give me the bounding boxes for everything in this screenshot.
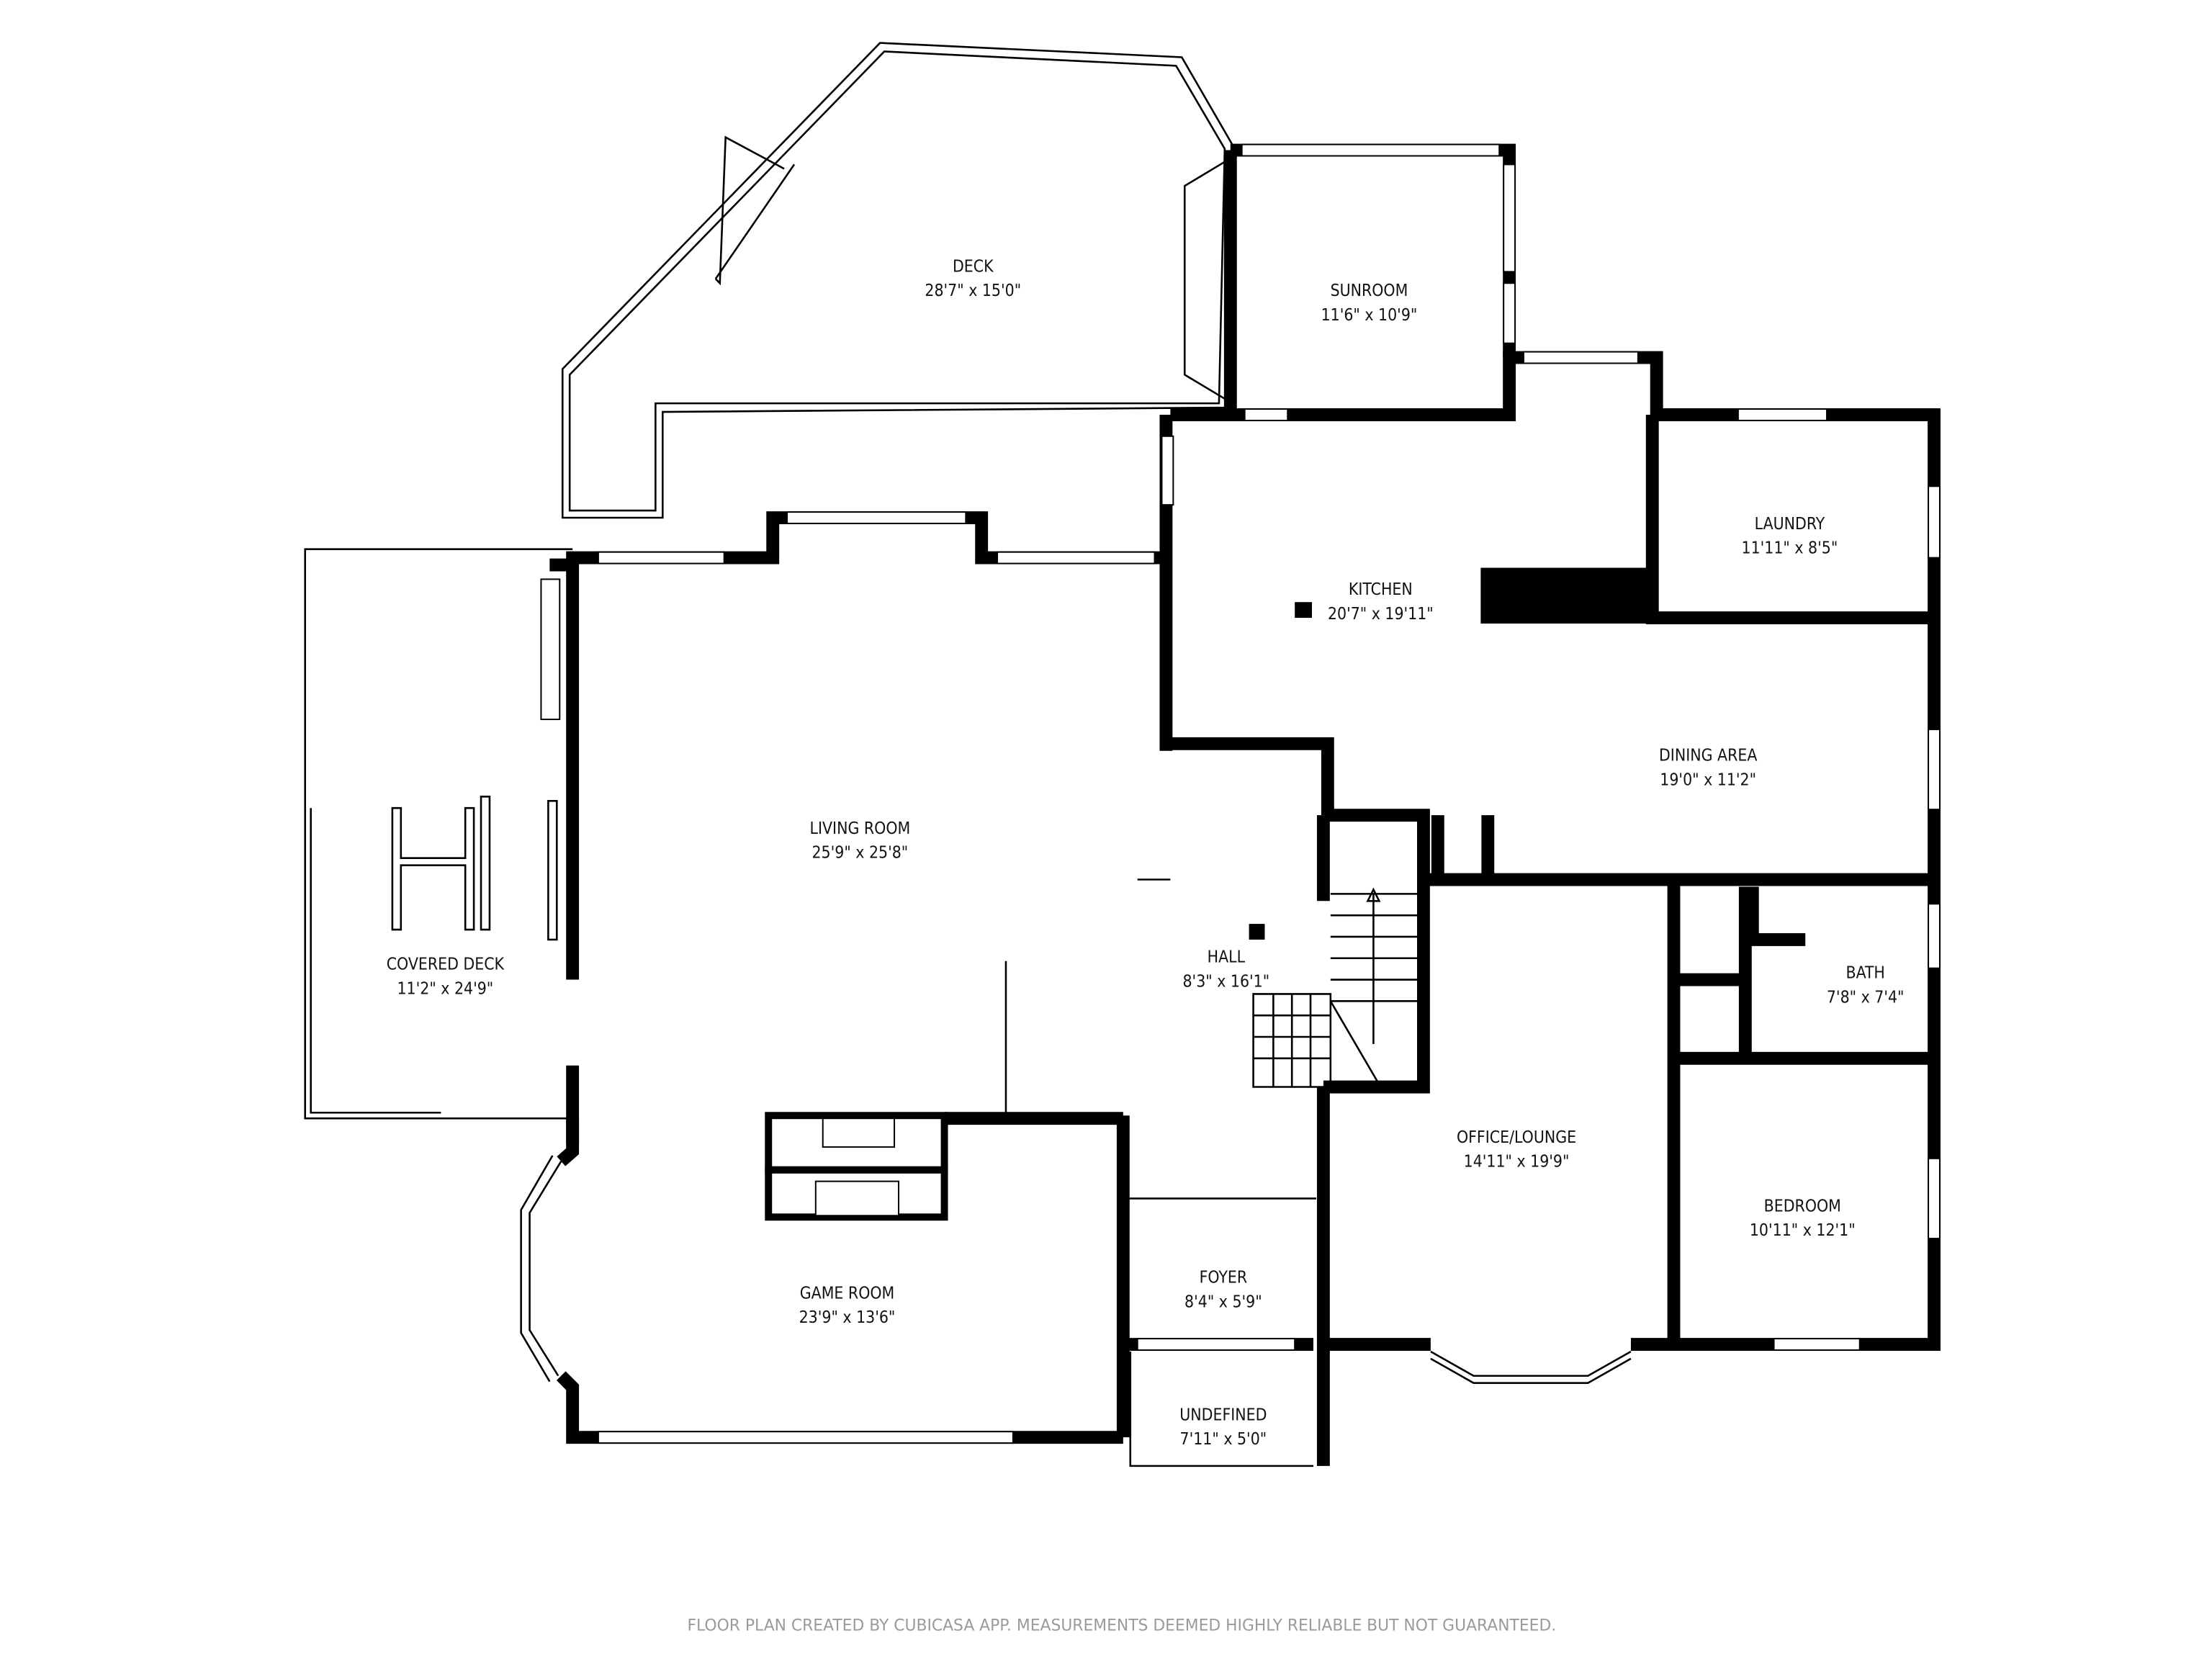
room-name-undefined: UNDEFINED (1179, 1406, 1267, 1424)
covered-deck-outline (304, 548, 573, 1120)
room-name-dining: DINING AREA (1659, 747, 1757, 765)
room-labels: DECK 28'7" x 15'0" SUNROOM 11'6" x 10'9"… (387, 257, 1905, 1449)
room-name-deck: DECK (953, 257, 994, 276)
room-size-hall: 8'3" x 16'1" (1182, 972, 1269, 991)
disclaimer-footer: FLOOR PLAN CREATED BY CUBICASA APP. MEAS… (687, 1617, 1556, 1635)
fireplace (765, 1112, 948, 1221)
room-size-sunroom: 11'6" x 10'9" (1321, 306, 1418, 325)
room-size-undefined: 7'11" x 5'0" (1180, 1430, 1267, 1449)
room-size-dining: 19'0" x 11'2" (1660, 770, 1756, 789)
room-size-bath: 7'8" x 7'4" (1827, 988, 1905, 1007)
staircase (1252, 887, 1419, 1088)
room-name-hall: HALL (1208, 948, 1246, 967)
room-name-bedroom: BEDROOM (1764, 1197, 1841, 1215)
room-size-kitchen: 20'7" x 19'11" (1328, 605, 1434, 624)
room-name-kitchen: KITCHEN (1349, 580, 1413, 599)
room-size-foyer: 8'4" x 5'9" (1184, 1292, 1262, 1311)
room-size-game: 23'9" x 13'6" (799, 1308, 896, 1327)
room-size-covered-deck: 11'2" x 24'9" (397, 979, 493, 998)
room-size-laundry: 11'11" x 8'5" (1742, 539, 1838, 558)
room-name-bath: BATH (1845, 964, 1884, 983)
room-name-laundry: LAUNDRY (1755, 515, 1825, 534)
room-size-deck: 28'7" x 15'0" (925, 282, 1021, 300)
room-name-game: GAME ROOM (800, 1284, 895, 1303)
room-size-office: 14'11" x 19'9" (1464, 1153, 1570, 1172)
room-name-office: OFFICE/LOUNGE (1457, 1128, 1576, 1147)
room-size-bedroom: 10'11" x 12'1" (1750, 1221, 1856, 1240)
room-size-living: 25'9" x 25'8" (811, 844, 908, 863)
windows (540, 143, 1941, 1444)
room-name-covered-deck: COVERED DECK (387, 956, 505, 974)
room-name-sunroom: SUNROOM (1331, 282, 1408, 300)
room-name-foyer: FOYER (1200, 1269, 1248, 1287)
deck-outline (561, 42, 1236, 519)
room-name-living: LIVING ROOM (810, 819, 911, 838)
